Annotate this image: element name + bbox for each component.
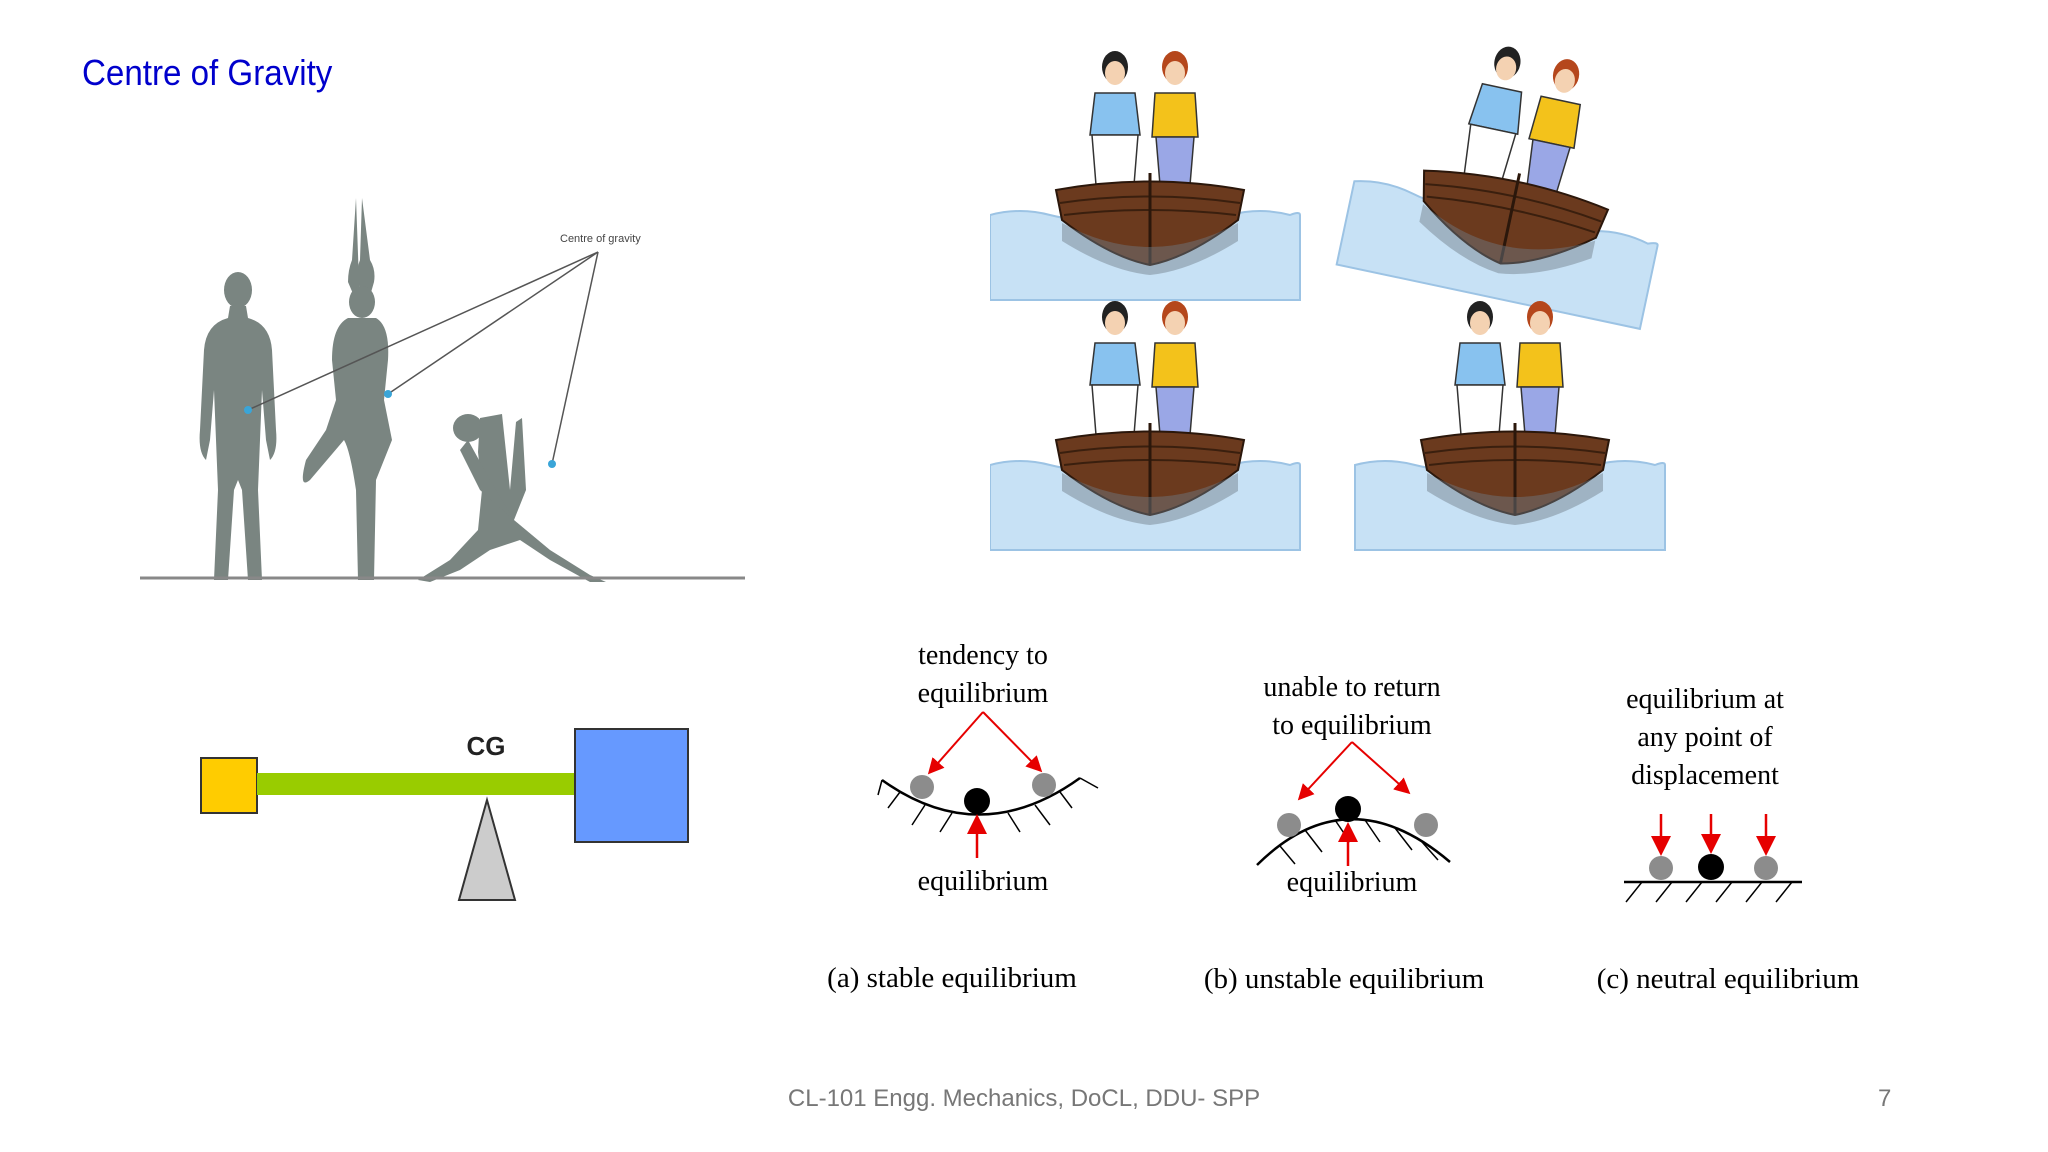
stable-top-label-2: equilibrium xyxy=(918,678,1049,709)
lever-figure: CG xyxy=(200,728,689,901)
stable-ball-left xyxy=(910,775,934,799)
neutral-top-label-3: displacement xyxy=(1631,760,1779,791)
neutral-ball-right xyxy=(1754,856,1778,880)
unstable-caption: (b) unstable equilibrium xyxy=(1204,963,1485,995)
neutral-ball-center xyxy=(1698,854,1724,880)
page-number: 7 xyxy=(1878,1085,1892,1112)
unstable-ball-center xyxy=(1335,796,1361,822)
neutral-ball-left xyxy=(1649,856,1673,880)
neutral-equilibrium-diagram: equilibrium at any point of displacement… xyxy=(1597,684,1860,995)
cg-point-tree xyxy=(384,390,392,398)
lever-beam xyxy=(257,773,575,795)
cg-text: CG xyxy=(467,731,506,761)
unstable-top-label-1: unable to return xyxy=(1263,672,1440,703)
cg-point-standing xyxy=(244,406,252,414)
boat-seated-1 xyxy=(990,299,1302,552)
big-block xyxy=(574,728,689,843)
unstable-ball-right xyxy=(1414,813,1438,837)
slide-title: Centre of Gravity xyxy=(82,52,333,93)
boats-figure xyxy=(990,45,1690,552)
stable-caption: (a) stable equilibrium xyxy=(827,962,1077,994)
neutral-top-label-1: equilibrium at xyxy=(1626,684,1784,715)
fulcrum xyxy=(457,796,517,901)
stable-equilibrium-diagram: tendency to equilibrium equilibrium (a) … xyxy=(827,640,1099,994)
boat-seated-2 xyxy=(1353,299,1667,552)
neutral-top-label-2: any point of xyxy=(1637,722,1773,753)
footer-text: CL-101 Engg. Mechanics, DoCL, DDU- SPP xyxy=(787,1085,1261,1112)
human-silhouettes xyxy=(199,198,606,582)
boat-upright xyxy=(990,49,1302,302)
cg-leader-lines xyxy=(247,251,599,465)
cg-label: Centre of gravity xyxy=(560,233,641,245)
boat-tilted xyxy=(1335,45,1690,331)
stable-ball-right xyxy=(1032,773,1056,797)
stable-bottom-label: equilibrium xyxy=(918,866,1049,897)
stable-top-label-1: tendency to xyxy=(918,640,1048,671)
neutral-caption: (c) neutral equilibrium xyxy=(1597,963,1860,995)
stable-ball-center xyxy=(964,788,990,814)
equilibrium-figure: tendency to equilibrium equilibrium (a) … xyxy=(827,640,1860,995)
unstable-equilibrium-diagram: unable to return to equilibrium equilibr… xyxy=(1204,672,1485,995)
unstable-top-label-2: to equilibrium xyxy=(1272,710,1432,741)
small-block xyxy=(200,757,258,814)
unstable-ball-left xyxy=(1277,813,1301,837)
silhouettes-figure: Centre of gravity xyxy=(140,198,745,582)
cg-point-triangle xyxy=(548,460,556,468)
unstable-bottom-label: equilibrium xyxy=(1287,867,1418,898)
